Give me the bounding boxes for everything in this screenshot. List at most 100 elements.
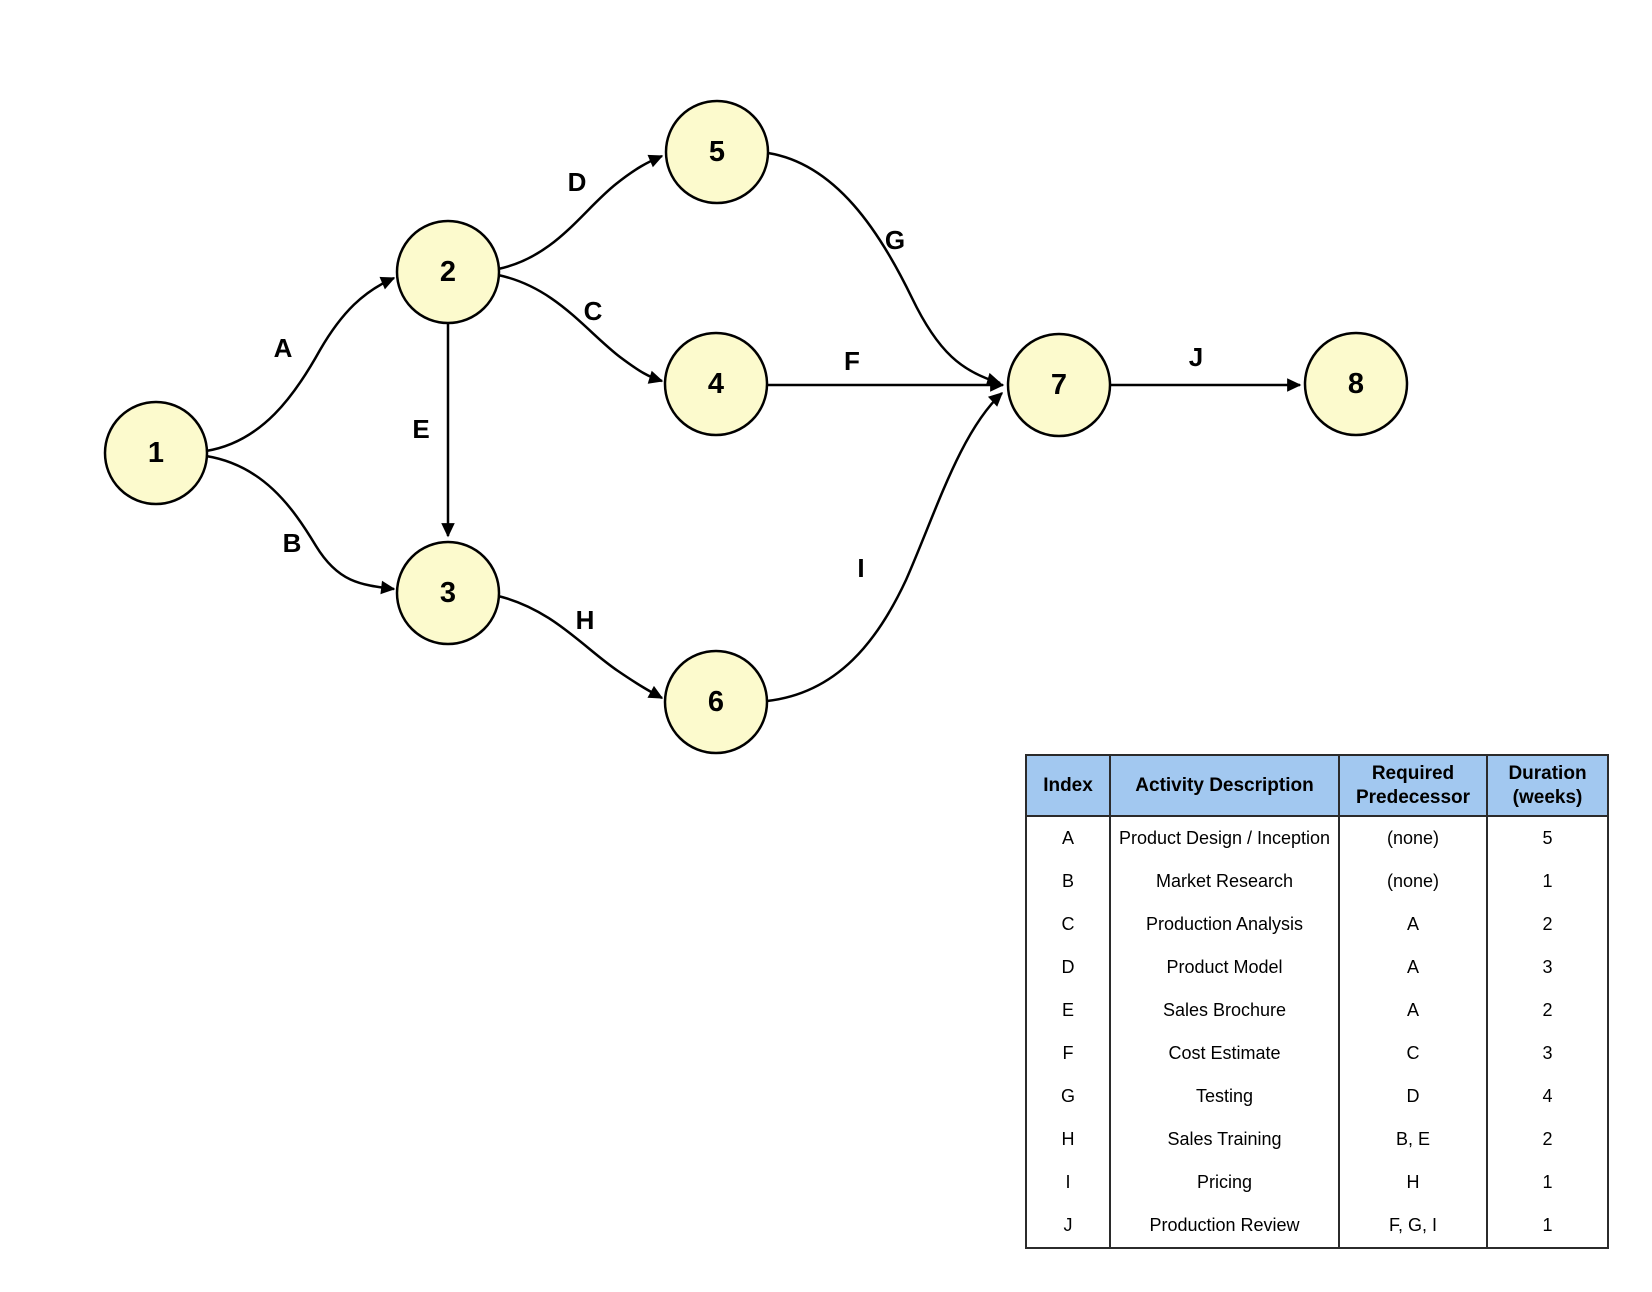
edge-A-arrow — [205, 276, 396, 453]
cell-duration: 2 — [1542, 914, 1553, 934]
edge-label-C: C — [584, 296, 603, 326]
node-2-label: 2 — [440, 256, 456, 288]
edge-label-I: I — [857, 553, 864, 583]
table-row: A Product Design / Inception (none) 5 — [1026, 816, 1608, 860]
activity-table: Index Activity Description Required Pred… — [1025, 754, 1609, 1251]
col-header-duration: Duration (weeks) — [1487, 755, 1608, 817]
node-6-circle — [663, 649, 769, 755]
table-row: H Sales Training B, E 2 — [1026, 1118, 1608, 1161]
cell-index: C — [1026, 903, 1111, 946]
edge-E: E — [412, 323, 455, 538]
cell-predecessor: F, G, I — [1339, 1204, 1488, 1248]
node-4-label: 4 — [708, 368, 724, 400]
cell-index: A — [1026, 816, 1111, 860]
cell-description: Sales Brochure — [1110, 989, 1340, 1032]
node-3-circle — [395, 540, 501, 646]
cell-predecessor: B, E — [1339, 1118, 1488, 1161]
cell-duration: 1 — [1542, 1172, 1553, 1192]
edge-label-D: D — [568, 167, 587, 197]
node-7-label: 7 — [1051, 369, 1067, 401]
table-row: F Cost Estimate C 3 — [1026, 1032, 1608, 1075]
cell-predecessor: A — [1339, 946, 1488, 989]
table-row: G Testing D 4 — [1026, 1075, 1608, 1118]
edge-label-F: F — [844, 346, 860, 376]
edge-D-arrow — [497, 154, 664, 271]
cell-duration: 3 — [1542, 1043, 1553, 1063]
table-row: B Market Research (none) 1 — [1026, 860, 1608, 903]
cell-index: D — [1026, 946, 1111, 989]
node-8-label: 8 — [1348, 368, 1364, 400]
node-1: 1 — [103, 400, 209, 506]
cell-index: H — [1026, 1118, 1111, 1161]
table-header-row: Index Activity Description Required Pred… — [1026, 755, 1608, 817]
cell-duration: 2 — [1542, 1000, 1553, 1020]
cell-description: Pricing — [1110, 1161, 1340, 1204]
node-2-circle — [395, 219, 501, 325]
table-row: I Pricing H 1 — [1026, 1161, 1608, 1204]
node-6-label: 6 — [708, 686, 724, 718]
node-8-circle — [1303, 331, 1409, 437]
cell-index: J — [1026, 1204, 1111, 1248]
cell-predecessor: (none) — [1339, 860, 1488, 903]
edge-J: J — [1110, 342, 1302, 392]
edge-H-arrow — [497, 594, 664, 700]
edge-C: C — [497, 273, 664, 384]
cell-duration: 1 — [1542, 871, 1553, 891]
edge-C-arrow — [497, 273, 664, 384]
cell-predecessor: H — [1339, 1161, 1488, 1204]
edge-D: D — [497, 154, 664, 271]
activity-table-grid: Index Activity Description Required Pred… — [1025, 754, 1609, 1249]
edge-B: B — [205, 454, 396, 595]
node-6: 6 — [663, 649, 769, 755]
cell-duration: 3 — [1542, 957, 1553, 977]
cell-duration: 2 — [1542, 1129, 1553, 1149]
node-3-label: 3 — [440, 577, 456, 609]
node-2: 2 — [395, 219, 501, 325]
edge-G-arrow — [767, 151, 1002, 386]
edge-F: F — [768, 346, 1005, 392]
cell-duration: 1 — [1542, 1215, 1553, 1235]
node-5-circle — [664, 99, 770, 205]
cell-predecessor: A — [1339, 989, 1488, 1032]
node-3: 3 — [395, 540, 501, 646]
col-header-predecessor: Required Predecessor — [1339, 755, 1488, 817]
cell-index: E — [1026, 989, 1111, 1032]
cell-description: Sales Training — [1110, 1118, 1340, 1161]
cell-index: G — [1026, 1075, 1111, 1118]
col-header-description: Activity Description — [1110, 755, 1340, 817]
node-7: 7 — [1006, 332, 1112, 438]
edge-B-arrow — [205, 454, 396, 595]
table-row: D Product Model A 3 — [1026, 946, 1608, 989]
edge-label-A: A — [274, 333, 293, 363]
cell-description: Market Research — [1110, 860, 1340, 903]
cell-description: Cost Estimate — [1110, 1032, 1340, 1075]
cell-predecessor: D — [1339, 1075, 1488, 1118]
edge-label-E: E — [412, 414, 429, 444]
table-row: C Production Analysis A 2 — [1026, 903, 1608, 946]
node-8: 8 — [1303, 331, 1409, 437]
edge-I: I — [766, 392, 1003, 703]
col-header-index: Index — [1026, 755, 1111, 817]
cell-predecessor: (none) — [1339, 816, 1488, 860]
table-row: E Sales Brochure A 2 — [1026, 989, 1608, 1032]
cell-index: F — [1026, 1032, 1111, 1075]
table-row: J Production Review F, G, I 1 — [1026, 1204, 1608, 1248]
edge-label-G: G — [885, 225, 905, 255]
cell-duration: 5 — [1542, 828, 1553, 848]
node-5: 5 — [664, 99, 770, 205]
node-7-circle — [1006, 332, 1112, 438]
edge-label-B: B — [283, 528, 302, 558]
edge-H: H — [497, 594, 664, 700]
cell-duration: 4 — [1542, 1086, 1553, 1106]
node-5-label: 5 — [709, 136, 725, 168]
cell-description: Product Design / Inception — [1110, 816, 1340, 860]
cell-description: Testing — [1110, 1075, 1340, 1118]
cell-description: Production Review — [1110, 1204, 1340, 1248]
cell-description: Production Analysis — [1110, 903, 1340, 946]
edge-label-J: J — [1189, 342, 1203, 372]
cell-description: Product Model — [1110, 946, 1340, 989]
cell-predecessor: C — [1339, 1032, 1488, 1075]
cell-predecessor: A — [1339, 903, 1488, 946]
